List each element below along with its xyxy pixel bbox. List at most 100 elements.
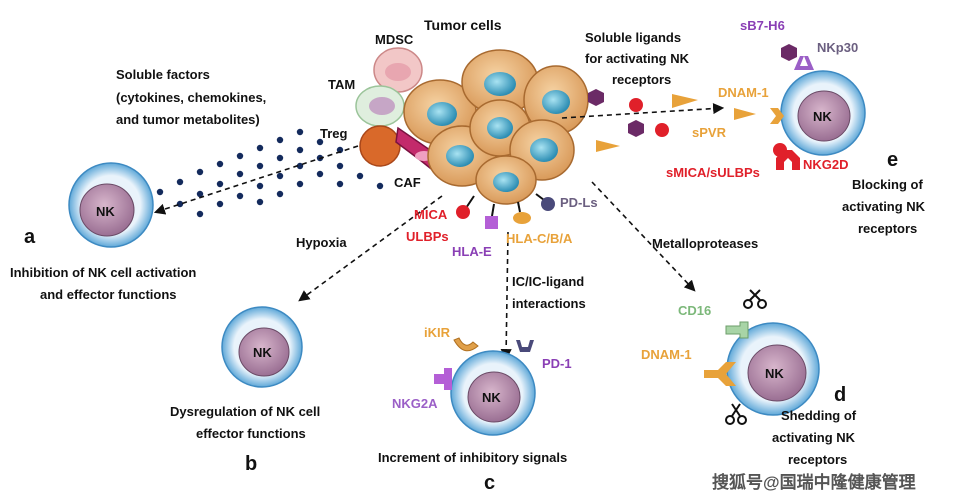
ikir-receptor [453,337,479,352]
panel-e-caption-line1: Blocking of [852,177,923,192]
ic-label-line1: IC/IC-ligand [512,274,584,289]
soluble-factor-dot [376,182,384,190]
panel-e-caption-line3: receptors [858,221,917,236]
tam-cell [355,85,405,127]
soluble-factors-line3: and tumor metabolites) [116,112,260,127]
soluble-ligands-line1: Soluble ligands [585,30,681,45]
smica-molecule [629,98,643,112]
sb7h6-label: sB7-H6 [740,18,785,33]
panel-d-caption-line2: activating NK [772,430,856,445]
panel-a-caption-line1: Inhibition of NK cell activation [10,265,196,280]
hla-e-ligand [485,203,498,229]
spvr-label: sPVR [692,125,727,140]
soluble-factor-dot [316,170,324,178]
ulbps-label: ULBPs [406,229,449,244]
cd16-label: CD16 [678,303,711,318]
soluble-factor-dot [256,144,264,152]
scissors-icon [725,403,747,425]
metalloproteases-label: Metalloproteases [652,236,758,251]
smica-sulbps-label: sMICA/sULBPs [666,165,760,180]
nk-label-e: NK [813,109,832,124]
panel-c-letter: c [484,472,495,494]
soluble-factor-dot [296,146,304,154]
panel-b-caption-line1: Dysregulation of NK cell [170,404,320,419]
sb7h6-molecule [628,120,644,137]
soluble-factor-dot [296,128,304,136]
soluble-factor-dots [156,128,384,218]
soluble-factor-dot [236,170,244,178]
mica-ligand [456,195,475,219]
spvr-molecule [672,94,698,108]
nkp30-receptor [794,56,814,70]
soluble-factor-dot [336,162,344,170]
scissors-icon [743,289,767,309]
nk-label-d: NK [765,366,784,381]
nkg2a-label: NKG2A [392,396,438,411]
pd1-label: PD-1 [542,356,572,371]
panel-a-letter: a [24,226,36,248]
tam-label: TAM [328,77,355,92]
tumor-cell [475,155,537,205]
pd-ls-label: PD-Ls [560,195,598,210]
nkp30-label: NKp30 [817,40,858,55]
pd1-receptor [516,340,534,352]
nk-cell-b [221,306,303,388]
panel-b-caption-line2: effector functions [196,426,306,441]
soluble-factor-dot [236,152,244,160]
watermark-text: 搜狐号@国瑞中隆健康管理 [712,472,916,492]
arrow-to-b [298,195,443,302]
soluble-ligands [588,89,698,152]
ikir-label: iKIR [424,325,451,340]
nkp30-bound-ligand [781,44,797,61]
panel-a-caption-line2: and effector functions [40,287,177,302]
soluble-factor-dot [256,198,264,206]
arrows [153,102,725,361]
soluble-factor-dot [256,182,264,190]
tumor-cells-label: Tumor cells [424,17,502,33]
treg-label: Treg [320,126,348,141]
soluble-factor-dot [276,136,284,144]
soluble-factor-dot [256,162,264,170]
treg-cell [359,125,401,167]
nkg2d-label: NKG2D [803,157,849,172]
nk-label-a: NK [96,204,115,219]
caf-label: CAF [394,175,421,190]
soluble-factor-dot [196,210,204,218]
nk-cell-c [450,350,536,436]
soluble-factor-dot [236,192,244,200]
mica-label: MICA [414,207,448,222]
soluble-factor-dot [296,180,304,188]
soluble-factors-line1: Soluble factors [116,67,210,82]
panel-e-letter: e [887,149,898,171]
soluble-factor-dot [176,200,184,208]
soluble-factor-dot [276,172,284,180]
nk-label-b: NK [253,345,272,360]
soluble-factor-dot [216,200,224,208]
soluble-factor-dot [196,168,204,176]
soluble-factors-line2: (cytokines, chemokines, [116,90,266,105]
soluble-factor-dot [296,162,304,170]
arrow-to-c [500,231,512,361]
soluble-factor-dot [316,138,324,146]
hla-e-label: HLA-E [452,244,492,259]
panel-e-caption-line2: activating NK [842,199,926,214]
panel-c-caption: Increment of inhibitory signals [378,450,567,465]
panel-d-letter: d [834,384,846,406]
panel-d-caption-line1: Shedding of [781,408,857,423]
mdsc-cell [373,47,423,93]
nk-label-c: NK [482,390,501,405]
hla-cba-label: HLA-C/B/A [506,231,573,246]
dnam1-label-d: DNAM-1 [641,347,692,362]
dnam1-receptor-e [734,108,784,124]
smica-molecule [655,123,669,137]
soluble-factor-dot [336,180,344,188]
soluble-factor-dot [156,188,164,196]
dnam1-label-e: DNAM-1 [718,85,769,100]
sb7h6-molecule [588,89,604,106]
nk-cell-d [726,322,820,416]
spvr-molecule [596,140,620,152]
mdsc-label: MDSC [375,32,414,47]
nkg2d-receptor [773,143,800,170]
